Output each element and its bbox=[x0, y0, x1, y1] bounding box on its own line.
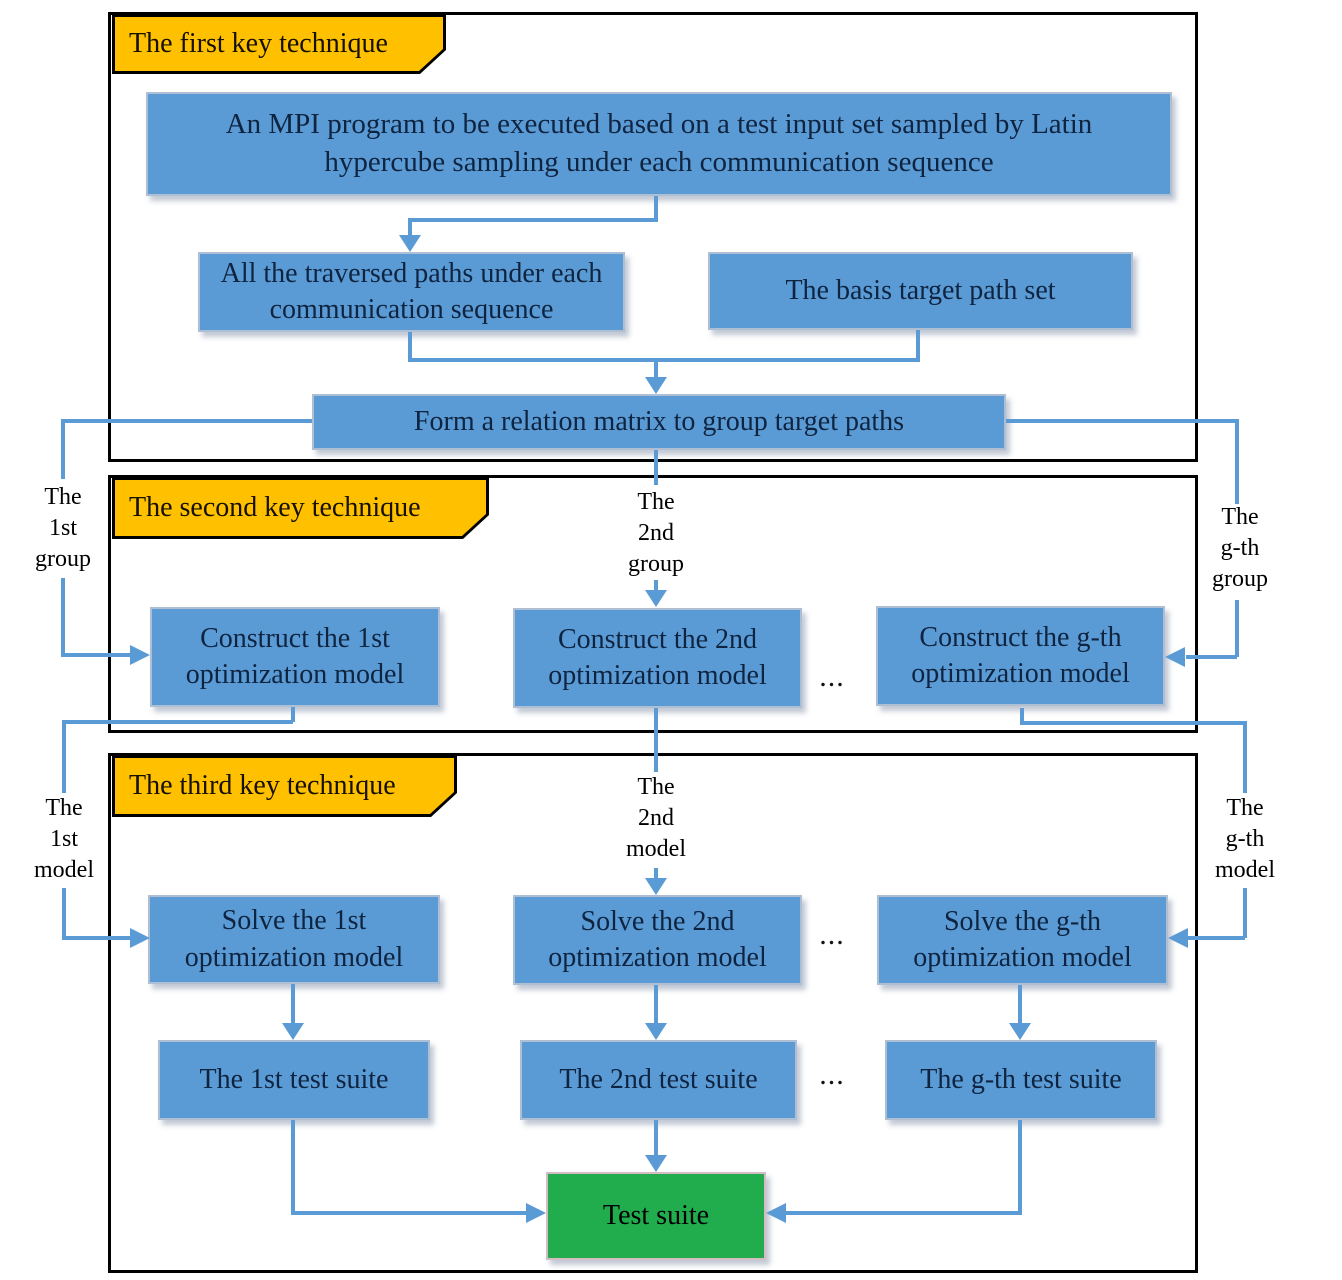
connector-construct1-out-h bbox=[62, 720, 293, 724]
connector-mpi-out-v bbox=[654, 196, 658, 222]
connector-2nd-model-v2 bbox=[654, 868, 658, 881]
connector-solve2-to-suite2 bbox=[654, 985, 658, 1026]
arrowhead-into-suite-1st bbox=[282, 1023, 304, 1040]
connector-suiteg-out-v bbox=[1018, 1120, 1022, 1215]
connector-to-traversed-v bbox=[408, 218, 412, 238]
ellipsis-solve-row: ... bbox=[819, 918, 845, 951]
connector-1st-model-v1 bbox=[62, 720, 66, 793]
tag-second-label: The second key technique bbox=[129, 492, 421, 523]
connector-1st-group-v1 bbox=[61, 419, 65, 479]
arrowhead-into-final-right bbox=[766, 1203, 786, 1223]
connector-suiteg-out-h bbox=[786, 1211, 1020, 1215]
connector-relation-right-h bbox=[1006, 419, 1239, 423]
arrowhead-into-suite-2nd bbox=[645, 1023, 667, 1040]
connector-1st-group-h2 bbox=[61, 653, 131, 657]
node-solve-1st-model: Solve the 1st optimization model bbox=[148, 895, 440, 984]
connector-to-relation-v bbox=[654, 358, 658, 378]
connector-construct1-out-v bbox=[291, 707, 295, 722]
connector-solve1-to-suite1 bbox=[291, 984, 295, 1026]
node-construct-gth-model: Construct the g-th optimization model bbox=[876, 606, 1165, 706]
node-final-test-suite: Test suite bbox=[546, 1172, 766, 1260]
tag-third-label: The third key technique bbox=[129, 770, 396, 801]
node-1st-test-suite: The 1st test suite bbox=[158, 1040, 430, 1120]
connector-constructg-out-h bbox=[1020, 721, 1247, 725]
node-solve-2nd-model: Solve the 2nd optimization model bbox=[513, 895, 802, 985]
arrowhead-into-solve-1st bbox=[130, 928, 150, 948]
node-relation-matrix: Form a relation matrix to group target p… bbox=[312, 394, 1006, 450]
arrowhead-into-relation bbox=[645, 377, 667, 394]
connector-gth-model-h2 bbox=[1188, 936, 1245, 940]
arrowhead-into-construct-1st bbox=[130, 645, 150, 665]
node-gth-test-suite: The g-th test suite bbox=[885, 1040, 1157, 1120]
connector-mpi-out-h bbox=[408, 218, 656, 222]
node-2nd-test-suite: The 2nd test suite bbox=[520, 1040, 797, 1120]
connector-gth-group-v1 bbox=[1235, 419, 1239, 504]
connector-gth-group-v2 bbox=[1235, 600, 1239, 657]
connector-join-h bbox=[408, 358, 920, 362]
connector-2nd-group-v1 bbox=[654, 450, 658, 485]
connector-traversed-out-v bbox=[408, 332, 412, 360]
connector-solveg-to-suiteg bbox=[1018, 985, 1022, 1026]
arrowhead-into-suite-gth bbox=[1009, 1023, 1031, 1040]
arrowhead-into-construct-gth bbox=[1165, 647, 1185, 667]
section-third-key-technique bbox=[108, 753, 1198, 1273]
node-basis-target-path-set: The basis target path set bbox=[708, 252, 1133, 330]
arrowhead-into-construct-2nd bbox=[645, 590, 667, 607]
arrowhead-into-solve-2nd bbox=[645, 878, 667, 895]
connector-gth-group-h2 bbox=[1186, 655, 1237, 659]
connector-2nd-group-v2 bbox=[654, 580, 658, 592]
tag-first-key-technique: The first key technique bbox=[112, 14, 446, 74]
tag-third-key-technique: The third key technique bbox=[112, 755, 457, 817]
connector-1st-model-h2 bbox=[62, 936, 130, 940]
connector-constructg-out-v bbox=[1020, 708, 1024, 723]
arrowhead-into-solve-gth bbox=[1168, 928, 1188, 948]
node-construct-2nd-model: Construct the 2nd optimization model bbox=[513, 608, 802, 708]
connector-1st-group-v2 bbox=[61, 578, 65, 655]
connector-suite1-out-v bbox=[291, 1120, 295, 1215]
tag-first-label: The first key technique bbox=[129, 28, 388, 59]
connector-gth-model-v1 bbox=[1243, 721, 1247, 793]
ellipsis-construct-row: ... bbox=[819, 660, 845, 693]
connector-gth-model-v2 bbox=[1243, 888, 1247, 938]
tag-second-key-technique: The second key technique bbox=[112, 477, 489, 539]
arrowhead-into-traversed bbox=[399, 235, 421, 252]
node-traversed-paths: All the traversed paths under each commu… bbox=[198, 252, 625, 332]
connector-2nd-model-v1 bbox=[654, 708, 658, 772]
arrowhead-into-final-top bbox=[645, 1155, 667, 1172]
ellipsis-suite-row: ... bbox=[819, 1058, 845, 1091]
connector-basis-out-v bbox=[916, 330, 920, 360]
node-solve-gth-model: Solve the g-th optimization model bbox=[877, 895, 1168, 985]
connector-relation-left-h bbox=[63, 419, 312, 423]
connector-1st-model-v2 bbox=[62, 888, 66, 938]
connector-suite2-out-v bbox=[654, 1120, 658, 1158]
node-mpi-program: An MPI program to be executed based on a… bbox=[146, 92, 1172, 196]
node-construct-1st-model: Construct the 1st optimization model bbox=[150, 607, 440, 707]
arrowhead-into-final-left bbox=[526, 1203, 546, 1223]
connector-suite1-out-h bbox=[291, 1211, 526, 1215]
